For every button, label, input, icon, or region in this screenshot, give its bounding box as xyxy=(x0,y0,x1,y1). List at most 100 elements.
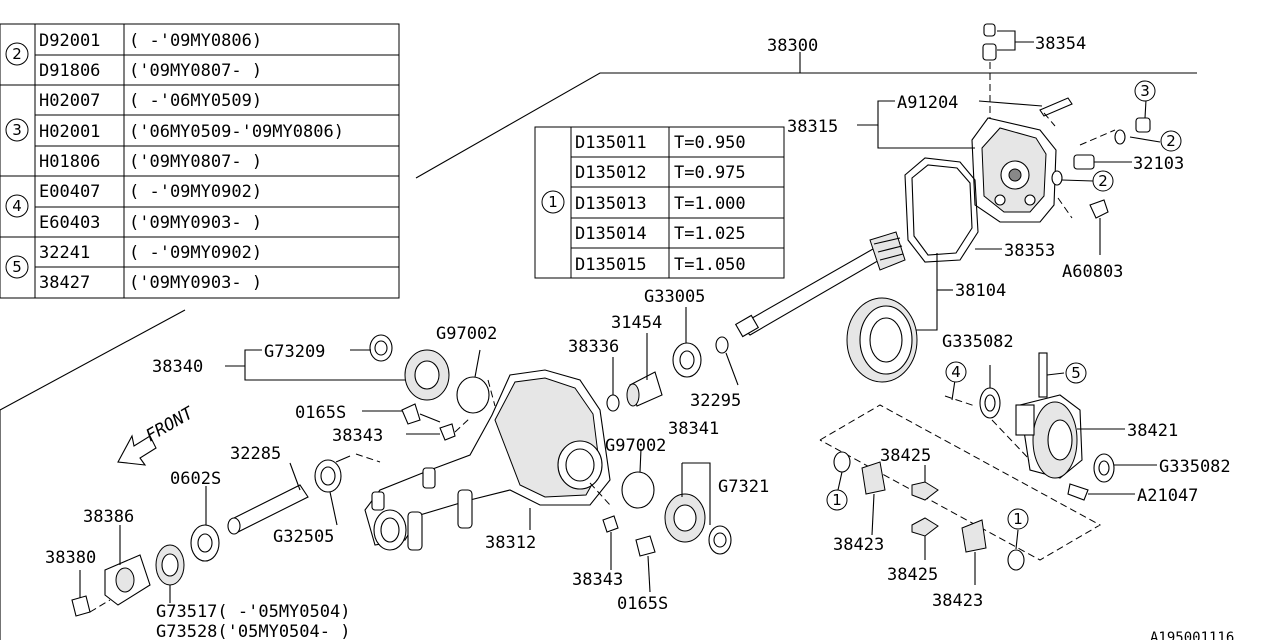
label-38300: 38300 xyxy=(767,36,818,56)
bearing-g33005 xyxy=(672,342,702,378)
differential-carrier-housing xyxy=(364,349,611,551)
shim-part-cell: D135013 xyxy=(575,194,647,214)
label-38423: 38423 xyxy=(833,535,884,555)
leaders-top-right xyxy=(857,99,1161,250)
label-0165S: 0165S xyxy=(295,403,346,423)
table-range-cell: ( -'09MY0902) xyxy=(129,182,262,202)
table-range-cell: ('09MY0903- ) xyxy=(129,213,262,233)
table-range-cell: ( -'09MY0902) xyxy=(129,243,262,263)
label-38343: 38343 xyxy=(332,426,383,446)
pinion-bearings xyxy=(606,307,739,412)
label-A21047: A21047 xyxy=(1137,486,1198,506)
label-38425: 38425 xyxy=(880,446,931,466)
shim-thickness-cell: T=0.950 xyxy=(674,133,746,153)
drive-pinion-shaft xyxy=(734,231,953,338)
label-32295: 32295 xyxy=(690,391,741,411)
oil-seal-g97002 xyxy=(456,376,490,414)
label-G33005: G33005 xyxy=(644,287,705,307)
flange-nut xyxy=(71,595,91,617)
label-G335082: G335082 xyxy=(942,332,1014,352)
label-G335082: G335082 xyxy=(1159,457,1231,477)
shim-part-cell: D135015 xyxy=(575,255,647,275)
rear-cover-assembly xyxy=(904,23,1151,263)
label-38315: 38315 xyxy=(787,117,838,137)
label-32103: 32103 xyxy=(1133,154,1184,174)
pinion-mate-bottom xyxy=(911,517,939,537)
front-direction-arrow: FRONT xyxy=(117,403,199,466)
callouts: 3 2 2 4 5 1 1 xyxy=(826,80,1182,530)
label-38386: 38386 xyxy=(83,507,134,527)
group-ref-5: 5 xyxy=(12,258,22,276)
group-ref-2: 2 xyxy=(12,45,22,63)
table-range-cell: ( -'09MY0806) xyxy=(129,31,262,51)
group-ref-4: 4 xyxy=(12,197,22,215)
plug-38354-top xyxy=(983,23,996,37)
bearing-g335082-right xyxy=(1093,453,1115,483)
bearing-g32505 xyxy=(314,459,342,493)
cover-gasket xyxy=(904,157,979,263)
table-range-cell: ('09MY0807- ) xyxy=(129,152,262,172)
frame-lines xyxy=(0,52,1197,640)
label-38380: 38380 xyxy=(45,548,96,568)
label-38421: 38421 xyxy=(1127,421,1178,441)
shim-thickness-cell: T=1.000 xyxy=(674,194,746,214)
shim-ref-1: 1 xyxy=(548,193,558,211)
ring-gear xyxy=(846,297,918,383)
callout-1: 1 xyxy=(832,491,842,509)
label-0602S: 0602S xyxy=(170,469,221,489)
table-part-cell: 32241 xyxy=(39,243,90,263)
table-part-cell: H02001 xyxy=(39,122,100,142)
label-38341: 38341 xyxy=(668,419,719,439)
shim-part-cell: D135011 xyxy=(575,133,647,153)
label-31454: 31454 xyxy=(611,313,662,333)
label-G97002: G97002 xyxy=(436,324,497,344)
table-range-cell: ('06MY0509-'09MY0806) xyxy=(129,122,344,142)
label-G73209: G73209 xyxy=(264,342,325,362)
side-gear-bottom xyxy=(961,519,987,553)
label-0165S: 0165S xyxy=(617,594,668,614)
label-G32505: G32505 xyxy=(273,527,334,547)
shim-part-cell: D135014 xyxy=(575,224,647,244)
table-part-cell: E00407 xyxy=(39,182,100,202)
table-part-cell: D92001 xyxy=(39,31,100,51)
callout-4: 4 xyxy=(951,363,961,381)
diagram-id: A195001116 xyxy=(1150,630,1234,640)
side-gear-top xyxy=(861,461,886,495)
callout-5: 5 xyxy=(1071,364,1081,382)
table-part-cell: H02007 xyxy=(39,91,100,111)
plug-38354-bottom xyxy=(982,43,997,61)
shim-table: 1 D135011 T=0.950 D135012 T=0.975 D13501… xyxy=(534,126,785,279)
table-part-cell: H01806 xyxy=(39,152,100,172)
shim-thickness-cell: T=1.025 xyxy=(674,224,746,244)
table-range-cell: ( -'06MY0509) xyxy=(129,91,262,111)
pinion-mate-top xyxy=(911,481,939,501)
callout-2-marker xyxy=(5,42,29,66)
callout-3: 3 xyxy=(1140,82,1150,100)
pinion-shaft-pin xyxy=(1038,352,1048,398)
oil-seal-g97002-right xyxy=(621,471,655,509)
supersession-table: 2 3 4 5 D92001 ( -'09MY0806) D91806 ('09… xyxy=(0,23,400,299)
label-38340: 38340 xyxy=(152,357,203,377)
pinion-flange-assembly xyxy=(71,453,381,617)
side-retainer-left xyxy=(225,334,471,441)
label-32285: 32285 xyxy=(230,444,281,464)
table-part-cell: D91806 xyxy=(39,61,100,81)
table-range-cell: ('09MY0903- ) xyxy=(129,273,262,293)
pinion-gear xyxy=(869,231,906,271)
bearing-0602s xyxy=(190,524,220,562)
spacer-32285 xyxy=(229,484,309,533)
bearing-g335082-left xyxy=(979,387,1001,419)
shim-part-cell: D135012 xyxy=(575,163,647,183)
label-38425: 38425 xyxy=(887,565,938,585)
label-38104: 38104 xyxy=(955,281,1006,301)
table-part-cell: 38427 xyxy=(39,273,90,293)
front-label: FRONT xyxy=(143,403,199,447)
label-G73528: G73528('05MY0504- ) xyxy=(156,622,350,640)
group-ref-3: 3 xyxy=(12,121,22,139)
side-retainer-right xyxy=(589,448,732,593)
callout-1: 1 xyxy=(1013,510,1023,528)
label-38354: 38354 xyxy=(1035,34,1086,54)
front-arrow-icon xyxy=(117,434,157,466)
